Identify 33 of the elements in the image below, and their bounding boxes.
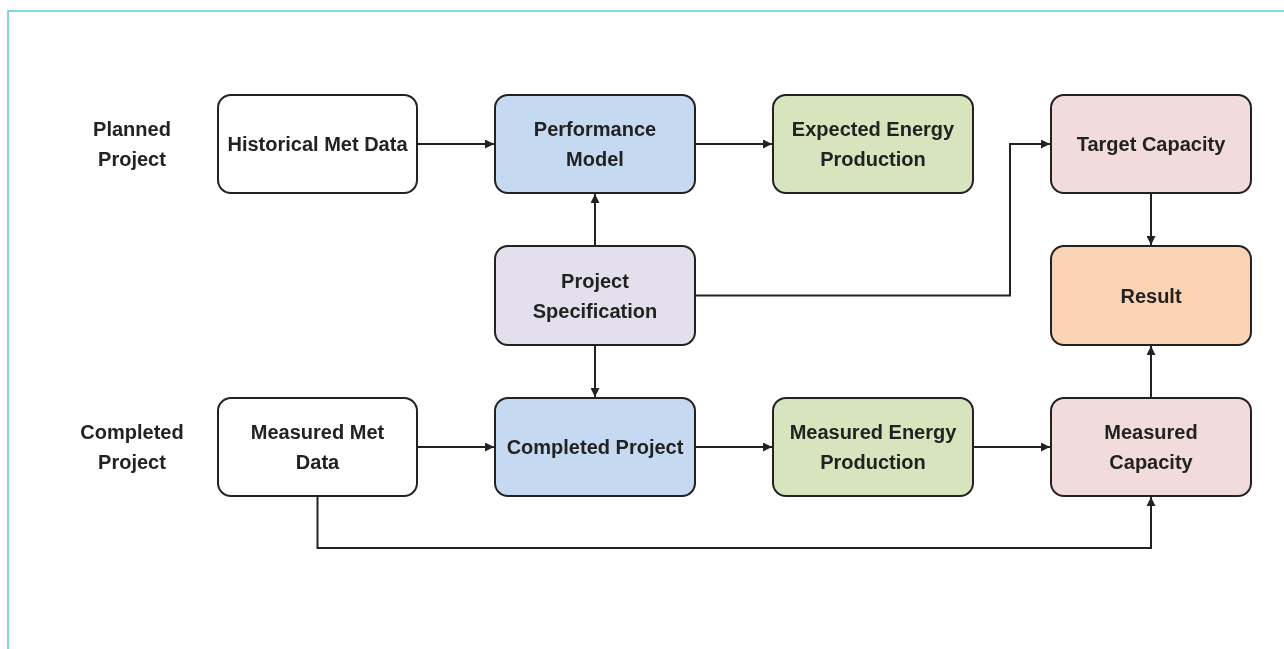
process-box	[494, 397, 696, 497]
box-label: Expected Energy Production	[790, 117, 956, 172]
box-label: Measured Energy Production	[788, 420, 958, 475]
arrow	[1146, 193, 1156, 246]
box-label: Historical Met Data	[226, 132, 409, 157]
arrow	[590, 193, 600, 246]
process-box	[494, 245, 696, 346]
process-box	[217, 397, 418, 497]
process-box	[1050, 397, 1252, 497]
arrow	[316, 496, 1156, 549]
box-label: Result	[1119, 283, 1183, 309]
box-label: Performance Model	[532, 117, 658, 172]
box-label: Target Capacity	[1075, 132, 1227, 157]
box-label: Project Specification	[531, 268, 659, 324]
arrow	[695, 442, 773, 452]
arrow	[417, 139, 495, 149]
process-box	[772, 94, 974, 194]
box-label: Measured Capacity	[1103, 420, 1199, 475]
row-label: Completed Project	[79, 420, 185, 475]
arrow	[417, 442, 495, 452]
process-box	[494, 94, 696, 194]
process-box	[217, 94, 418, 194]
box-label: Completed Project	[505, 435, 685, 460]
process-box	[1050, 245, 1252, 346]
arrow	[973, 442, 1051, 452]
process-box	[1050, 94, 1252, 194]
arrow	[590, 345, 600, 398]
arrow	[1146, 345, 1156, 398]
row-label: Planned Project	[92, 117, 172, 172]
process-box	[772, 397, 974, 497]
box-label: Measured Met Data	[249, 420, 386, 475]
arrow	[695, 139, 773, 149]
arrow	[695, 139, 1051, 297]
